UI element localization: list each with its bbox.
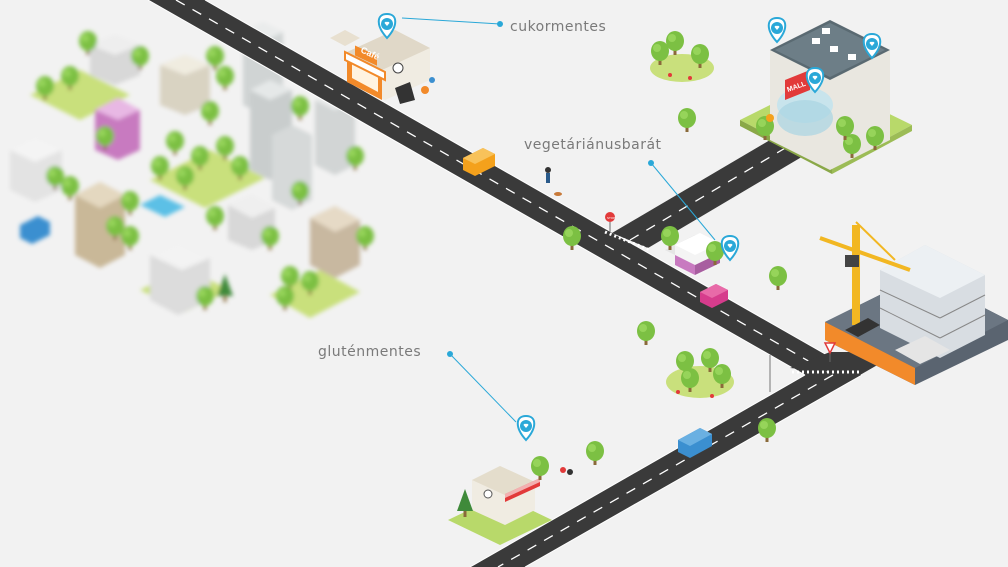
gluten-free-shop[interactable] [448, 456, 573, 545]
vegetarian-kiosk[interactable] [661, 226, 725, 277]
park-middle [666, 348, 734, 398]
blurred-neighborhood [10, 22, 374, 318]
park-top [650, 31, 714, 82]
stop-sign-text: STOP [607, 216, 615, 220]
stop-sign: STOP [605, 212, 615, 232]
mall-pin-icon[interactable] [767, 17, 787, 43]
construction-site [819, 221, 1008, 385]
callout-lines [401, 17, 716, 423]
blue-truck [678, 428, 712, 458]
mall-building[interactable]: MALL [740, 20, 912, 174]
pink-truck [700, 284, 728, 308]
gluten-free-pin-icon[interactable] [516, 415, 536, 441]
label-vegetarian-friendly: vegetáriánusbarát [524, 137, 662, 153]
yield-sign [823, 342, 837, 362]
pedestrian-with-dog [545, 167, 562, 196]
label-sugar-free: cukormentes [510, 19, 607, 35]
label-gluten-free: gluténmentes [318, 344, 422, 360]
vegetarian-pin-icon[interactable] [720, 235, 740, 261]
cafe-building[interactable]: Café [330, 30, 435, 104]
orange-truck [463, 148, 495, 176]
